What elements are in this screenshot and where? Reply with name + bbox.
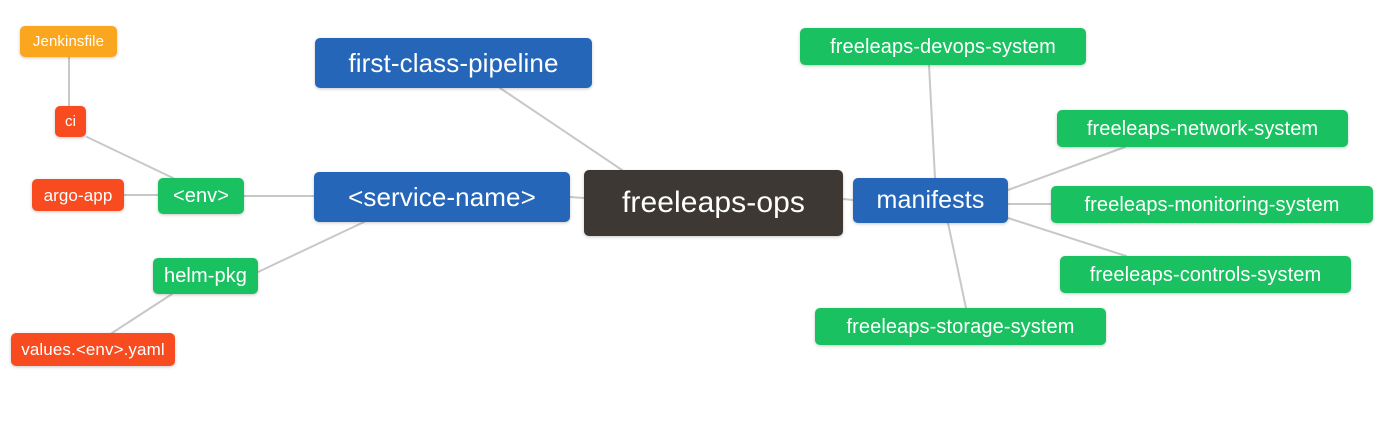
- edge-manifests-to-network: [1007, 146, 1126, 191]
- node-helm[interactable]: helm-pkg: [153, 258, 258, 294]
- edge-manifests-to-storage: [947, 222, 967, 309]
- edge-manifests-to-devops: [928, 64, 936, 179]
- node-values[interactable]: values.<env>.yaml: [11, 333, 175, 366]
- node-manifests[interactable]: manifests: [853, 178, 1008, 223]
- node-network[interactable]: freeleaps-network-system: [1057, 110, 1348, 147]
- node-controls[interactable]: freeleaps-controls-system: [1060, 256, 1351, 293]
- node-root[interactable]: freeleaps-ops: [584, 170, 843, 236]
- node-devops[interactable]: freeleaps-devops-system: [800, 28, 1086, 65]
- edge-root-to-service: [569, 196, 585, 199]
- edge-helm-to-values: [111, 293, 173, 334]
- edge-manifests-to-controls: [1007, 217, 1127, 257]
- edge-service-to-helm: [257, 221, 365, 273]
- edge-pipeline-to-root: [499, 87, 623, 171]
- edge-env-to-ci: [86, 136, 174, 179]
- node-service[interactable]: <service-name>: [314, 172, 570, 222]
- node-argo[interactable]: argo-app: [32, 179, 124, 211]
- edge-root-to-manifests: [842, 198, 854, 201]
- node-storage[interactable]: freeleaps-storage-system: [815, 308, 1106, 345]
- node-jenkins[interactable]: Jenkinsfile: [20, 26, 117, 57]
- node-ci[interactable]: ci: [55, 106, 86, 137]
- node-pipeline[interactable]: first-class-pipeline: [315, 38, 592, 88]
- node-monitoring[interactable]: freeleaps-monitoring-system: [1051, 186, 1373, 223]
- node-env[interactable]: <env>: [158, 178, 244, 214]
